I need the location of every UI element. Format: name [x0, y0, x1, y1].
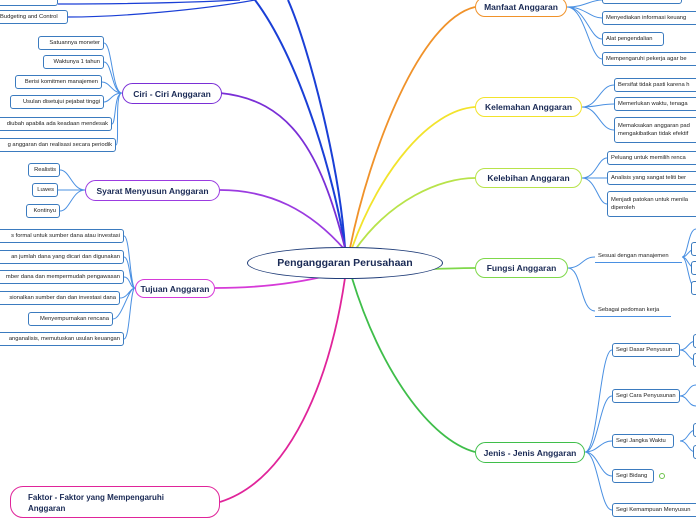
- jenis-sub-3[interactable]: [693, 423, 696, 437]
- leaf-ciri-2[interactable]: Waktunya 1 tahun: [43, 55, 104, 69]
- fungsi-sub-4[interactable]: [691, 281, 696, 295]
- leaf-jenis-3[interactable]: Segi Jangka Waktu: [612, 434, 674, 448]
- collapse-toggle-icon[interactable]: [659, 473, 665, 479]
- edge-manfaat-leaves: [566, 0, 603, 60]
- topic-jenis[interactable]: Jenis - Jenis Anggaran: [475, 442, 585, 463]
- edge-central-kelebihan: [354, 177, 476, 251]
- leaf-kelemahan-1[interactable]: Bersifat tidak pasti karena h: [614, 78, 696, 92]
- leaf-manfaat-1[interactable]: Menyediakan informasi keuang: [602, 11, 696, 25]
- leaf-tujuan-1[interactable]: s formal untuk sumber dana atau investas…: [0, 229, 124, 243]
- topic-fungsi[interactable]: Fungsi Anggaran: [475, 258, 568, 278]
- edge-central-syarat: [219, 189, 346, 251]
- leaf-ciri-3[interactable]: Berisi komitmen manajemen: [15, 75, 102, 89]
- topic-kelebihan[interactable]: Kelebihan Anggaran: [475, 168, 582, 188]
- leaf-kelemahan-2[interactable]: Memerlukan waktu, tenaga: [614, 97, 696, 111]
- edge-top-budgeting: [67, 0, 256, 18]
- fungsi-leaf-underline: [595, 262, 682, 263]
- edge-kelemahan-leaves: [581, 84, 615, 131]
- edge-central-top-1: [254, 0, 346, 249]
- topic-syarat[interactable]: Syarat Menyusun Anggaran: [85, 180, 220, 201]
- leaf-manfaat-3[interactable]: Mempengaruhi pekerja agar be: [602, 52, 696, 66]
- leaf-syarat-kontinyu[interactable]: Kontinyu: [26, 204, 60, 218]
- topic-tujuan[interactable]: Tujuan Anggaran: [135, 279, 215, 298]
- leaf-tujuan-3[interactable]: mber dana dan mempermudah pengawasan: [0, 270, 124, 284]
- leaf-tujuan-5[interactable]: Menyempurnakan rencana: [28, 312, 113, 326]
- leaf-kelebihan-2[interactable]: Analisis yang sangat teliti ber: [607, 171, 696, 185]
- edge-central-top-2: [287, 0, 346, 249]
- leaf-jenis-4[interactable]: Segi Bidang: [612, 469, 654, 483]
- edge-fungsi-sub: [681, 228, 696, 289]
- leaf-top-stub[interactable]: [0, 0, 58, 6]
- leaf-syarat-realistis[interactable]: Realistis: [28, 163, 60, 177]
- topic-faktor[interactable]: [10, 486, 220, 518]
- edge-syarat-leaves: [58, 169, 86, 212]
- jenis-sub-1[interactable]: [693, 334, 696, 348]
- central-topic[interactable]: Penganggaran Perusahaan: [247, 247, 443, 279]
- fungsi-leaf2-underline: [595, 316, 671, 317]
- leaf-fungsi-1[interactable]: Sesuai dengan manajemen: [598, 253, 669, 259]
- leaf-ciri-1[interactable]: Satuannya moneter: [38, 36, 104, 50]
- leaf-jenis-5[interactable]: Segi Kemampuan Menyusun: [612, 503, 696, 517]
- edge-central-jenis: [351, 277, 476, 453]
- leaf-jenis-1[interactable]: Segi Dasar Penyusun: [612, 343, 680, 357]
- leaf-tujuan-2[interactable]: an jumlah dana yang dicari dan digunakan: [0, 250, 124, 264]
- leaf-kelemahan-3[interactable]: Memaksakan anggaran pad mengakibatkan ti…: [614, 117, 696, 143]
- leaf-fungsi-2[interactable]: Sebagai pedoman kerja: [598, 307, 660, 313]
- leaf-kelebihan-1[interactable]: Peluang untuk memilih renca: [607, 151, 696, 165]
- edge-top-stub: [57, 0, 241, 5]
- leaf-ciri-4[interactable]: Usulan disetujui pejabat tinggi: [10, 95, 104, 109]
- edge-tujuan-leaves: [112, 235, 136, 340]
- edge-fungsi-leaves: [567, 256, 596, 312]
- fungsi-sub-3[interactable]: [691, 261, 696, 275]
- topic-kelemahan[interactable]: Kelemahan Anggaran: [475, 97, 582, 117]
- topic-manfaat[interactable]: Manfaat Anggaran: [475, 0, 567, 17]
- edge-central-faktor: [219, 277, 346, 503]
- leaf-tujuan-4[interactable]: sionalkan sumber dan dan investasi dana: [0, 291, 120, 305]
- leaf-ciri-6[interactable]: g anggaran dan realisasi secara periodik: [0, 138, 116, 152]
- edge-ciri-leaves: [101, 42, 123, 146]
- leaf-kelebihan-3[interactable]: Menjadi patokan untuk menila diperoleh: [607, 191, 696, 217]
- topic-ciri[interactable]: Ciri - Ciri Anggaran: [122, 83, 222, 104]
- leaf-tujuan-6[interactable]: anganalisis, memutuskan usulan keuangan: [0, 332, 124, 346]
- edge-jenis-leaves: [584, 349, 613, 511]
- leaf-manfaat-2[interactable]: Alat pengendalian: [602, 32, 664, 46]
- edge-kelebihan-leaves: [581, 157, 608, 205]
- topic-faktor-label: Faktor - Faktor yang Mempengaruhi Anggar…: [28, 493, 165, 513]
- fungsi-sub-2[interactable]: [691, 242, 696, 256]
- jenis-sub-2[interactable]: [693, 353, 696, 367]
- leaf-ciri-5[interactable]: diubah apabila ada keadaan mendesak: [0, 117, 112, 131]
- leaf-jenis-2[interactable]: Segi Cara Penyusunan: [612, 389, 680, 403]
- edge-central-ciri: [219, 92, 346, 249]
- leaf-budgeting-control[interactable]: Budgeting and Control: [0, 10, 68, 24]
- edge-central-kelemahan: [351, 106, 476, 249]
- edge-jenis-sub: [679, 340, 696, 453]
- leaf-syarat-luwes[interactable]: Luwes: [32, 183, 58, 197]
- leaf-manfaat-stub[interactable]: [602, 0, 682, 4]
- edge-central-manfaat: [349, 6, 476, 249]
- jenis-sub-4[interactable]: [693, 445, 696, 459]
